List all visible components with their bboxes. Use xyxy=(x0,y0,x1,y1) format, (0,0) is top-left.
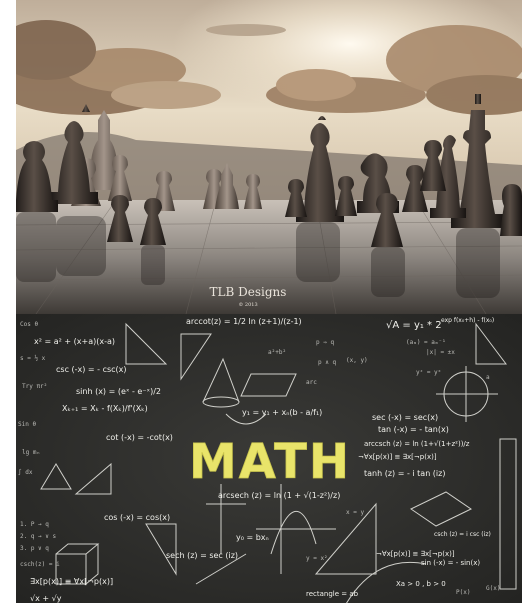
svg-text:1. P → q: 1. P → q xyxy=(20,521,49,528)
formula: y₁ = y₁ + xₙ(b - a/f₁) xyxy=(242,408,322,417)
formula: arccot(z) = 1/2 ln (z+1)/(z-1) xyxy=(186,317,302,326)
svg-text:Sin θ: Sin θ xyxy=(18,421,36,428)
watermark-year: © 2013 xyxy=(238,301,257,308)
svg-text:Cos θ: Cos θ xyxy=(20,321,38,328)
svg-text:s = ½ x: s = ½ x xyxy=(20,355,46,362)
formula-group: arccot(z) = 1/2 ln (z+1)/(z-1) √A = y₁ *… xyxy=(30,317,494,603)
svg-text:p ⇒ q: p ⇒ q xyxy=(316,339,334,346)
formula: arccsch (z) = ln (1+√(1+z²))/z xyxy=(364,440,470,448)
svg-text:(x, y): (x, y) xyxy=(346,357,368,364)
svg-text:arc: arc xyxy=(306,379,317,386)
chalk-scribbles: Cos θ s = ½ x Try πr² Sin θ lg mₙ ∫ dx 1… xyxy=(18,321,500,596)
svg-text:lg mₙ: lg mₙ xyxy=(22,449,40,456)
formula: ¬∀x[p(x)] ≡ ∃x[¬p(x)] xyxy=(376,550,455,558)
formula: csch (z) = i csc (iz) xyxy=(434,531,491,538)
svg-text:|x| = ±x: |x| = ±x xyxy=(426,349,455,356)
formula: y₀ = bxₙ xyxy=(236,533,269,542)
svg-text:y = x²: y = x² xyxy=(306,555,328,562)
reflections xyxy=(16,212,500,298)
formula: ∃x[p(x)] ≡ ∀x[¬p(x)] xyxy=(30,577,113,586)
math-title: MATH xyxy=(189,434,351,490)
formula: sin (-x) = - sin(x) xyxy=(421,559,480,567)
math-chalkboard: arccot(z) = 1/2 ln (z+1)/(z-1) √A = y₁ *… xyxy=(16,314,522,603)
svg-text:csch(z) = i: csch(z) = i xyxy=(20,561,60,568)
chess-scene: TLB Designs © 2013 xyxy=(16,0,522,314)
formula: tanh (z) = - i tan (iz) xyxy=(364,469,445,478)
formula: x² = a² + (x+a)(x-a) xyxy=(34,337,115,346)
chess-photo: TLB Designs © 2013 xyxy=(16,0,522,314)
chalk-diagrams xyxy=(40,322,517,603)
formula: √A = y₁ * 2 xyxy=(386,320,442,331)
clouds xyxy=(16,20,522,115)
svg-text:2. q → ∨ s: 2. q → ∨ s xyxy=(20,533,57,540)
formula: sech (z) = sec (iz) xyxy=(166,551,238,560)
svg-text:x = y: x = y xyxy=(346,509,364,516)
svg-text:(aₘ) = aₘ⁻¹: (aₘ) = aₘ⁻¹ xyxy=(406,339,446,346)
horizon-land xyxy=(16,132,522,200)
chalkboard-svg: arccot(z) = 1/2 ln (z+1)/(z-1) √A = y₁ *… xyxy=(16,314,522,603)
svg-text:G(x): G(x) xyxy=(486,585,500,592)
formula: cot (-x) = -cot(x) xyxy=(106,433,173,442)
svg-text:Try πr²: Try πr² xyxy=(22,383,47,390)
formula: cos (-x) = cos(x) xyxy=(104,513,170,522)
formula: tan (-x) = - tan(x) xyxy=(378,425,449,434)
formula: rectangle = ab xyxy=(306,590,359,598)
svg-text:yᶻ = yˣ: yᶻ = yˣ xyxy=(416,369,441,376)
svg-text:P(x): P(x) xyxy=(456,589,470,596)
formula: ¬∀x[p(x)] ≡ ∃x[¬p(x)] xyxy=(358,453,437,461)
chess-pieces xyxy=(16,94,522,247)
watermark-title: TLB Designs xyxy=(210,285,287,299)
svg-text:∫ dx: ∫ dx xyxy=(18,468,33,476)
formula: exp f(x₀+h) - f(x₀) xyxy=(441,317,494,324)
formula: √x + √y xyxy=(30,594,62,603)
svg-text:a²+b²: a²+b² xyxy=(268,349,286,356)
floor-grid xyxy=(16,199,522,314)
reflective-floor xyxy=(16,200,522,314)
formula: Xₖ₊₁ = Xₖ - f(Xₖ)/f'(Xₖ) xyxy=(62,404,148,413)
formula: sinh (x) = (eˣ - e⁻ˣ)/2 xyxy=(76,387,161,396)
formula: sec (-x) = sec(x) xyxy=(372,413,438,422)
formula: arcsech (z) = ln (1 + √(1-z²)/z) xyxy=(218,491,340,500)
formula: csc (-x) = - csc(x) xyxy=(56,365,127,374)
svg-text:a: a xyxy=(486,374,490,381)
formula: Xa > 0 , b > 0 xyxy=(396,580,446,588)
chalkboard-background xyxy=(16,314,522,603)
svg-text:3. p ∨ q: 3. p ∨ q xyxy=(20,545,49,552)
svg-text:p ∧ q: p ∧ q xyxy=(318,359,336,366)
